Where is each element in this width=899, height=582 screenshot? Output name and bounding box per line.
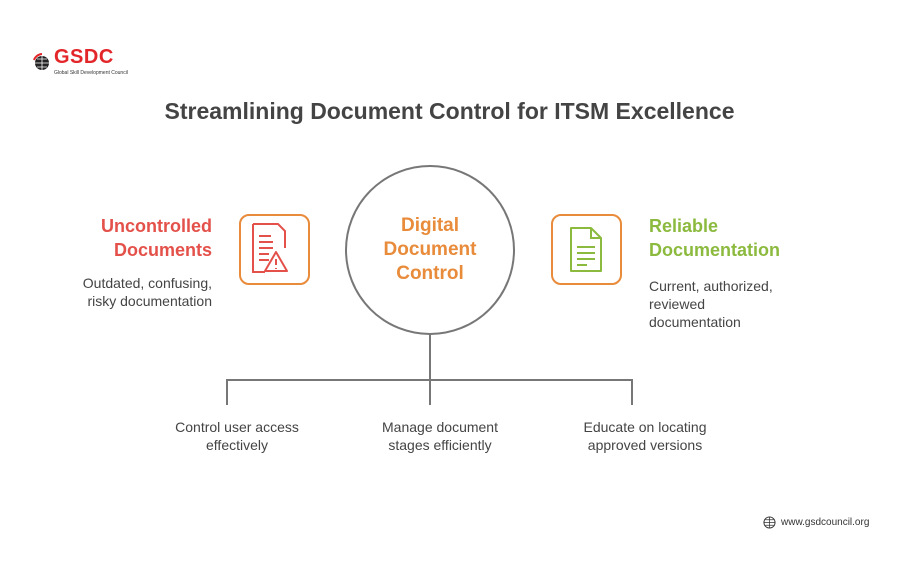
gsdc-logo: GSDC Global Skill Development Council (32, 46, 128, 77)
branch-line: effectively (206, 437, 268, 453)
branch-educate: Educate on locating approved versions (555, 418, 735, 454)
desc-line: risky documentation (87, 293, 212, 309)
globe-icon (763, 516, 776, 529)
reliable-doc-box (551, 214, 622, 285)
center-line: Control (396, 263, 464, 284)
left-heading: Uncontrolled Documents (101, 214, 212, 262)
desc-line: Outdated, confusing, (82, 275, 212, 291)
heading-line: Documents (113, 240, 212, 260)
page-title: Streamlining Document Control for ITSM E… (164, 98, 735, 124)
branch-line: approved versions (587, 437, 703, 453)
center-line: Document (383, 239, 477, 260)
branch-line: Control user access (175, 419, 299, 435)
heading-line: Documentation (649, 240, 781, 260)
desc-line: documentation (649, 314, 741, 330)
globe-icon (33, 52, 49, 70)
right-description: Current, authorized, reviewed documentat… (649, 277, 773, 331)
website-footer: www.gsdcouncil.org (763, 516, 869, 529)
logo-text-group: GSDC Global Skill Development Council (54, 46, 128, 77)
tree-lines (226, 334, 633, 405)
desc-line: Current, authorized, (649, 278, 773, 294)
left-description: Outdated, confusing, risky documentation (83, 274, 212, 310)
document-warning-icon (252, 223, 288, 273)
logo-subtitle: Global Skill Development Council (54, 70, 128, 76)
branch-line: Educate on locating (583, 419, 707, 435)
center-line: Digital (400, 215, 460, 236)
center-label: Digital Document Control (350, 214, 510, 286)
right-heading: Reliable Documentation (649, 214, 780, 262)
heading-line: Uncontrolled (101, 216, 212, 236)
uncontrolled-doc-box (239, 214, 310, 285)
branch-line: Manage document (382, 419, 498, 435)
branch-stages: Manage document stages efficiently (350, 418, 530, 454)
logo-text: GSDC (54, 46, 114, 68)
website-link[interactable]: www.gsdcouncil.org (781, 517, 870, 528)
desc-line: reviewed (649, 296, 706, 312)
document-icon (570, 227, 602, 272)
branch-line: stages efficiently (388, 437, 492, 453)
heading-line: Reliable (649, 216, 719, 236)
branch-access: Control user access effectively (147, 418, 327, 454)
